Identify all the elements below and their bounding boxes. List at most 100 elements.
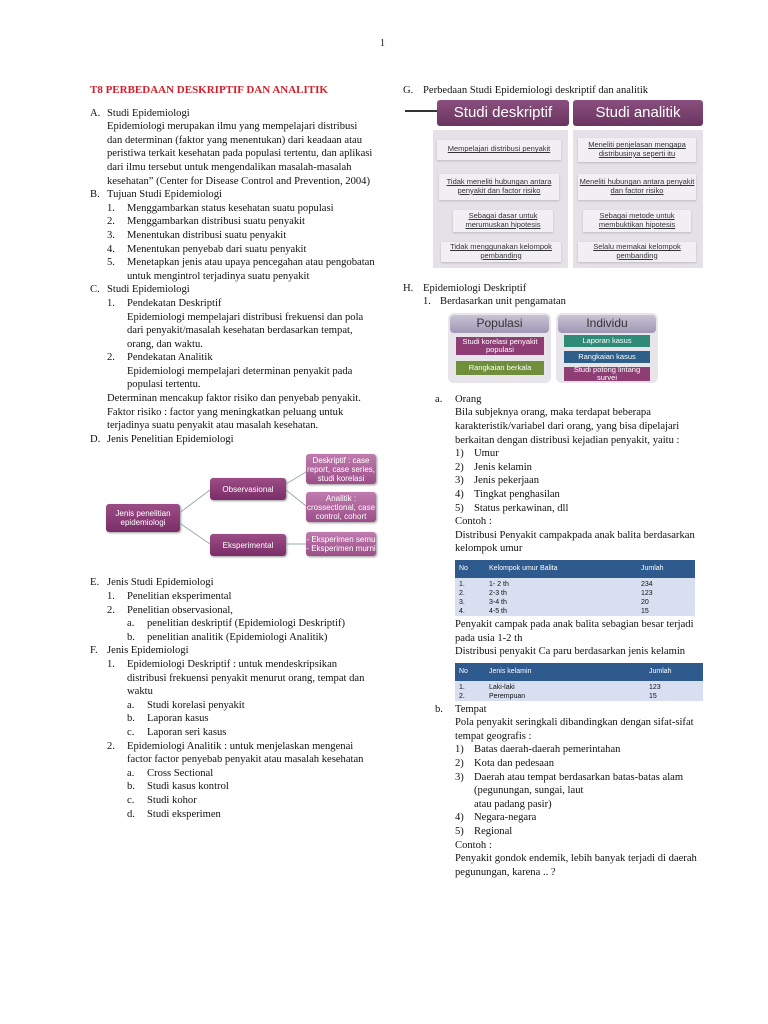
list-item: 5.Menetapkan jenis atau upaya pencegahan…	[107, 257, 375, 282]
list-item: a.Studi korelasi penyakit	[127, 699, 245, 711]
page-number: 1	[380, 38, 385, 49]
table-header: No	[455, 559, 485, 578]
list-item: 5)Regional	[455, 826, 513, 838]
list-item: 2)Jenis kelamin	[455, 461, 532, 473]
subsection-tempat: b.Tempat	[435, 703, 487, 715]
paragraph: Bila subjeknya orang, maka terdapat bebe…	[455, 407, 680, 446]
list-item: 1)Batas daerah-daerah pemerintahan	[455, 744, 621, 756]
header-deskriptif: Studi deskriptif	[437, 99, 569, 126]
contoh-label: Contoh :	[455, 516, 492, 528]
list-item: a.Cross Sectional	[127, 767, 214, 779]
list-item: 3)Daerah atau tempat berdasarkan batas-b…	[455, 771, 684, 797]
section-e-heading: Jenis Studi Epidemiologi	[107, 577, 214, 589]
right-column: G. Perbedaan Studi Epidemiologi deskript…	[403, 84, 703, 879]
research-type-diagram: Jenis penelitian epidemiologi Observasio…	[106, 452, 376, 572]
table-header: Jumlah	[645, 662, 703, 681]
cell-analitik-4: Selalu memakai kelompok pembanding	[578, 241, 696, 262]
left-column: T8 PERBEDAAN DESKRIPTIF DAN ANALITIK A. …	[90, 84, 376, 821]
paragraph: Faktor risiko : factor yang meningkatkan…	[107, 406, 344, 432]
section-a-heading: Studi Epidemiologi	[107, 107, 190, 119]
individu-item: Studi potong lintang survei	[564, 365, 650, 381]
list-item: d.Studi eksperimen	[127, 808, 221, 820]
paragraph: Penyakit campak pada anak balita sebagia…	[455, 618, 694, 644]
section-a: A. Studi Epidemiologi Epidemiologi merup…	[90, 107, 375, 189]
list-item: 1.Berdasarkan unit pengamatan	[423, 296, 566, 308]
section-e: E. Jenis Studi Epidemiologi	[90, 576, 375, 590]
individu-item: Rangkaian kasus	[564, 350, 650, 363]
document-title: T8 PERBEDAAN DESKRIPTIF DAN ANALITIK	[90, 84, 328, 96]
section-c: C. Studi Epidemiologi	[90, 283, 375, 297]
subsection-orang: a.Orang	[435, 393, 482, 405]
list-item: 2)Kota dan pedesaan	[455, 758, 555, 770]
section-g-heading: Perbedaan Studi Epidemiologi deskriptif …	[423, 85, 649, 96]
list-item: c.Studi kohor	[127, 794, 197, 806]
section-d: D. Jenis Penelitian Epidemiologi	[90, 433, 375, 447]
paragraph: Determinan mencakup faktor risiko dan pe…	[107, 393, 361, 405]
list-item: 1.Menggambarkan status kesehatan suatu p…	[107, 202, 334, 214]
populasi-item: Studi korelasi penyakit populasi	[456, 336, 544, 355]
list-item: 1)Umur	[455, 448, 499, 460]
populasi-item: Rangkaian berkala	[456, 360, 544, 375]
header-line	[405, 109, 445, 112]
cell-deskriptif-3: Sebagai dasar untuk merumuskan hipotesis	[453, 209, 553, 232]
section-d-heading: Jenis Penelitian Epidemiologi	[107, 433, 234, 445]
cell-deskriptif-2: Tidak meneliti hubungan antara penyakit …	[439, 173, 559, 200]
tree-eksperimen: - Eksperimen semu - Eksperimen murni	[306, 532, 376, 557]
list-item: 2.Penelitian observasional,	[107, 604, 233, 616]
tree-deskriptif: Deskriptif : case report, case series, s…	[306, 454, 376, 485]
table-header: Jenis kelamin	[485, 662, 645, 681]
list-item: c.Laporan seri kasus	[127, 726, 227, 738]
list-item: 2.Menggambarkan distribusi suatu penyaki…	[107, 216, 305, 228]
comparison-diagram: Studi deskriptif Studi analitik Mempelaj…	[405, 98, 703, 268]
section-b: B. Tujuan Studi Epidemiologi	[90, 188, 375, 202]
table-header: No	[455, 662, 485, 681]
section-f: F. Jenis Epidemiologi	[90, 644, 375, 658]
tree-observasional: Observasional	[210, 478, 286, 501]
table-header: Kelompok umur Balita	[485, 559, 637, 578]
section-g: G. Perbedaan Studi Epidemiologi deskript…	[403, 84, 703, 98]
section-b-heading: Tujuan Studi Epidemiologi	[107, 189, 222, 201]
cell-analitik-1: Meneliti penjelasan mengapa distribusiny…	[578, 137, 696, 162]
list-item: b.Studi kasus kontrol	[127, 781, 229, 793]
header-analitik: Studi analitik	[573, 99, 703, 126]
table-header: Jumlah	[637, 559, 695, 578]
cell-analitik-3: Sebagai metode untuk membuktikan hipotes…	[583, 209, 691, 232]
tree-eksperimental: Eksperimental	[210, 534, 286, 557]
contoh-label: Contoh :	[455, 839, 492, 851]
list-item: 5)Status perkawinan, dll	[455, 502, 569, 514]
observation-unit-diagram: Populasi Individu Studi korelasi penyaki…	[448, 312, 658, 383]
list-continuation: atau padang pasir)	[474, 798, 552, 810]
paragraph: Distribusi penyakit Ca paru berdasarkan …	[455, 646, 686, 658]
list-item: b.Laporan kasus	[127, 713, 209, 725]
header-populasi: Populasi	[450, 314, 549, 333]
cell-deskriptif-1: Mempelajari distribusi penyakit	[437, 139, 561, 160]
tree-root: Jenis penelitian epidemiologi	[106, 504, 180, 533]
list-item: 3)Jenis pekerjaan	[455, 475, 540, 487]
cell-deskriptif-4: Tidak menggunakan kelompok pembanding	[441, 241, 561, 262]
header-individu: Individu	[558, 314, 656, 333]
paragraph: Pola penyakit seringkali dibandingkan de…	[455, 717, 694, 742]
age-distribution-table: No Kelompok umur Balita Jumlah 1.1- 2 th…	[455, 559, 695, 616]
list-item: 1.Epidemiologi Deskriptif : untuk mendes…	[107, 659, 365, 698]
list-item: 3.Menentukan distribusi suatu penyakit	[107, 229, 287, 241]
section-a-body: Epidemiologi merupakan ilmu yang mempela…	[107, 121, 373, 187]
individu-item: Laporan kasus	[564, 334, 650, 347]
list-item: b.penelitian analitik (Epidemiologi Anal…	[127, 631, 328, 643]
paragraph: Penyakit gondok endemik, lebih banyak te…	[455, 853, 697, 878]
paragraph: Distribusi Penyakit campakpada anak bali…	[455, 529, 695, 555]
section-h-heading: Epidemiologi Deskriptif	[423, 282, 527, 294]
section-h: H. Epidemiologi Deskriptif	[403, 282, 703, 296]
list-item: 4)Tingkat penghasilan	[455, 488, 560, 500]
cell-analitik-2: Meneliti hubungan antara penyakit dan fa…	[578, 173, 696, 200]
list-item: 2.Epidemiologi Analitik : untuk menjelas…	[107, 740, 364, 766]
list-item: 4)Negara-negara	[455, 812, 537, 824]
